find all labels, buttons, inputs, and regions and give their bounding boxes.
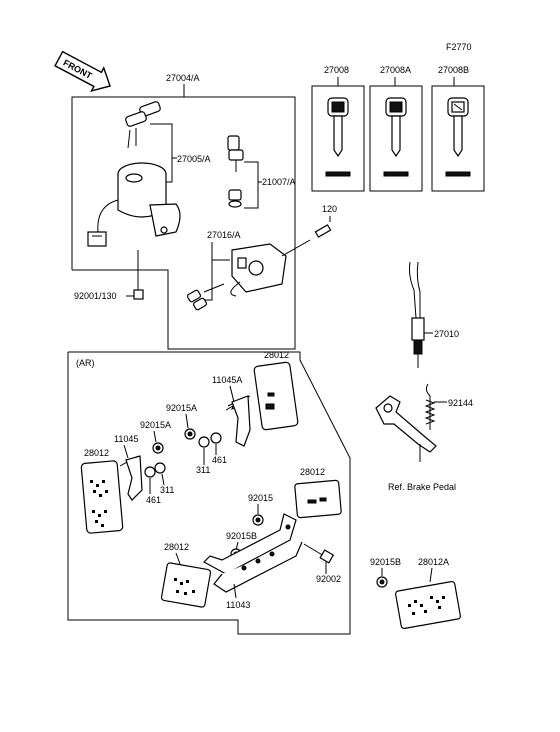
reflector-bottom — [160, 562, 212, 608]
reflector-top — [253, 361, 299, 431]
callout-27008B: 27008B — [438, 65, 469, 75]
front-arrow-icon: FRONT — [54, 50, 111, 92]
key-27008B — [445, 97, 471, 177]
key-blanks: 27008 27008A 27008B — [311, 65, 485, 192]
callout-461-b: 461 — [146, 495, 161, 505]
reflector-28012A-group: 92015B 28012A — [370, 557, 461, 630]
callout-92015B-1: 92015B — [226, 531, 257, 541]
callout-27008A: 27008A — [380, 65, 411, 75]
callout-311-b: 311 — [160, 485, 174, 495]
ar-label: (AR) — [76, 358, 95, 368]
ignition-switch-body — [87, 162, 181, 247]
reflector-left — [80, 460, 124, 534]
bolt-92001 — [133, 250, 144, 300]
callout-11043: 11043 — [226, 600, 250, 610]
bracket-11045A — [225, 395, 251, 447]
bracket-11043 — [203, 513, 303, 593]
callout-28012-right: 28012 — [300, 467, 325, 477]
reflector-28012A — [395, 580, 461, 630]
callout-92015A-1: 92015A — [166, 403, 197, 413]
reflector-group: (AR) 28012 11045A 92015A 461 311 — [67, 350, 351, 635]
nut-92015A-2 — [152, 442, 164, 454]
callout-27004A: 27004/A — [166, 73, 200, 83]
callout-27008: 27008 — [324, 65, 349, 75]
screw-120 — [314, 216, 332, 238]
callout-92002: 92002 — [316, 574, 341, 584]
helmet-lock — [186, 239, 311, 311]
key-27008A — [383, 97, 409, 177]
brake-light-switch: 27010 — [409, 261, 459, 368]
bolt-92002 — [303, 543, 335, 564]
callout-28012-left: 28012 — [84, 448, 109, 458]
callout-92015B-2: 92015B — [370, 557, 401, 567]
nut-92015A-1 — [184, 428, 196, 440]
callout-11045: 11045 — [114, 434, 138, 444]
callout-27016A: 27016/A — [207, 230, 241, 240]
callout-27010: 27010 — [434, 329, 459, 339]
nut-lower — [144, 462, 166, 478]
callout-11045A: 11045A — [212, 375, 242, 385]
brake-pedal-ref: Ref. Brake Pedal — [375, 395, 456, 492]
ignition-switch-group: 27004/A 27005/A 92001/130 — [71, 73, 337, 350]
figure-code: F2770 — [446, 42, 472, 52]
key-27008 — [325, 97, 351, 177]
callout-92015A-2: 92015A — [140, 420, 171, 430]
ignition-keys — [125, 101, 161, 149]
lock-keys — [227, 135, 244, 208]
nut-92015 — [252, 514, 264, 526]
callout-28012A: 28012A — [418, 557, 449, 567]
bracket-11045 — [119, 455, 143, 501]
callout-28012-top: 28012 — [264, 350, 289, 360]
brake-spring: 92144 — [424, 383, 473, 430]
callout-120: 120 — [322, 204, 337, 214]
callout-92001-130: 92001/130 — [74, 291, 117, 301]
callout-92015: 92015 — [248, 493, 273, 503]
reflector-right — [294, 479, 342, 519]
callout-27005A: 27005/A — [177, 154, 211, 164]
ref-note: Ref. Brake Pedal — [388, 482, 456, 492]
callout-21007A: 21007/A — [262, 177, 296, 187]
nut-upper-461 — [198, 432, 222, 448]
nut-92015B-2 — [376, 576, 388, 588]
callout-28012-bottom: 28012 — [164, 542, 189, 552]
callout-311-a: 311 — [196, 465, 210, 475]
callout-461-a: 461 — [212, 455, 227, 465]
callout-92144: 92144 — [448, 398, 473, 408]
